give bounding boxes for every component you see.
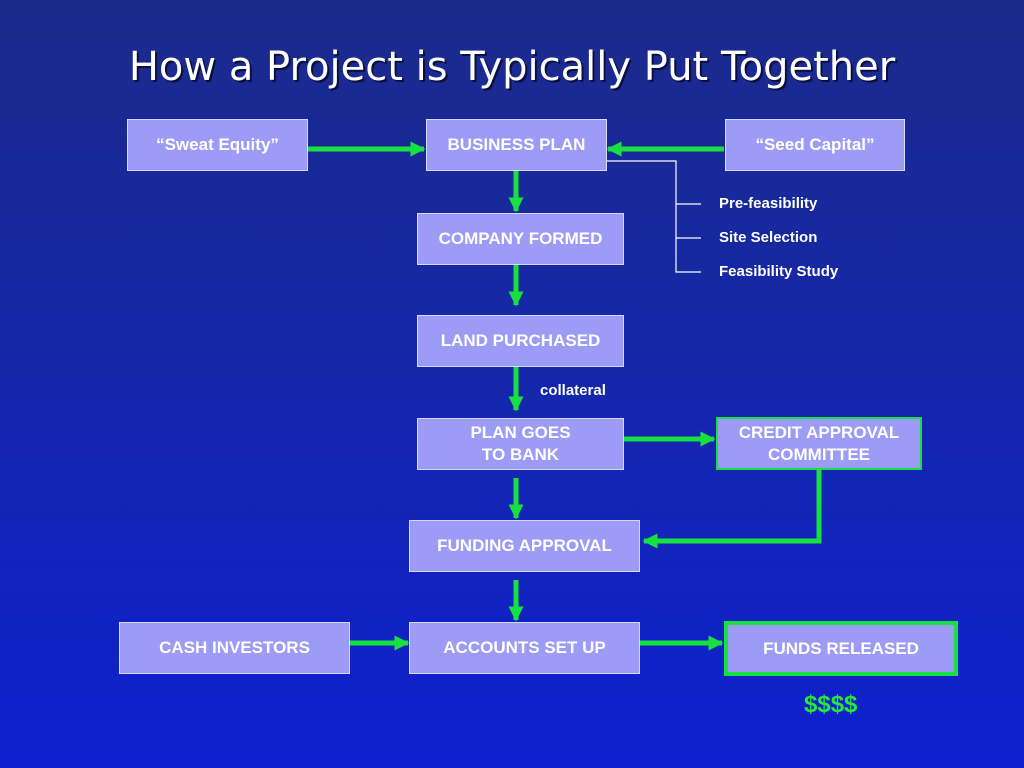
site-selection-label: Site Selection — [719, 229, 818, 246]
credit-approval-committee-box: CREDIT APPROVAL COMMITTEE — [716, 417, 922, 470]
funds-released-box: FUNDS RELEASED — [724, 621, 958, 676]
accounts-set-up-label: ACCOUNTS SET UP — [443, 638, 606, 657]
plan-goes-to-bank-label-line1: PLAN GOES — [470, 423, 571, 442]
seed-capital-label: “Seed Capital” — [755, 135, 875, 154]
credit-approval-label-line2: COMMITTEE — [768, 444, 870, 464]
business-plan-label: BUSINESS PLAN — [447, 135, 586, 154]
business-plan-components-bracket — [606, 160, 701, 273]
funding-approval-label: FUNDING APPROVAL — [437, 536, 612, 555]
seed-capital-box: “Seed Capital” — [725, 119, 905, 171]
business-plan-box: BUSINESS PLAN — [426, 119, 607, 171]
collateral-label: collateral — [540, 382, 606, 399]
plan-goes-to-bank-box: PLAN GOES TO BANK — [417, 418, 624, 470]
cash-investors-box: CASH INVESTORS — [119, 622, 350, 674]
land-purchased-label: LAND PURCHASED — [440, 331, 601, 350]
sweat-equity-box: “Sweat Equity” — [127, 119, 308, 171]
sweat-equity-label: “Sweat Equity” — [156, 135, 279, 154]
funds-released-label: FUNDS RELEASED — [763, 638, 919, 658]
cash-investors-label: CASH INVESTORS — [159, 638, 310, 657]
pre-feasibility-label: Pre-feasibility — [719, 195, 818, 212]
money-label: $$$$ — [804, 691, 858, 718]
accounts-set-up-box: ACCOUNTS SET UP — [409, 622, 640, 674]
arrow-credit-committee-to-funding-approval — [642, 470, 822, 549]
funding-approval-box: FUNDING APPROVAL — [409, 520, 640, 572]
plan-goes-to-bank-label-line2: TO BANK — [481, 445, 560, 464]
credit-approval-label-line1: CREDIT APPROVAL — [738, 422, 900, 442]
feasibility-study-label: Feasibility Study — [719, 263, 839, 280]
company-formed-box: COMPANY FORMED — [417, 213, 624, 265]
page-title: How a Project is Typically Put Together — [128, 44, 896, 90]
company-formed-label: COMPANY FORMED — [438, 229, 603, 248]
land-purchased-box: LAND PURCHASED — [417, 315, 624, 367]
